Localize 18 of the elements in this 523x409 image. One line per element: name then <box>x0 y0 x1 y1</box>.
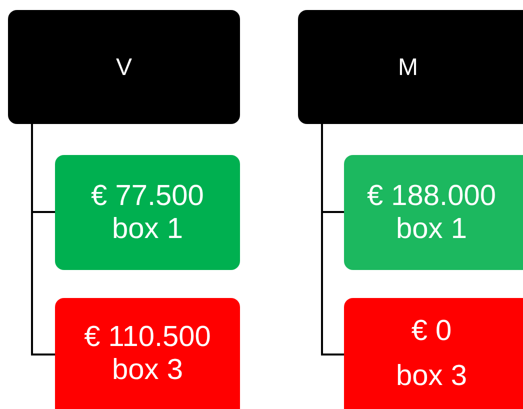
header-label: V <box>116 52 132 82</box>
value-box <box>55 155 240 270</box>
amount-label: € 110.500 <box>84 320 211 354</box>
amount-label: € 188.000 <box>366 180 496 212</box>
amount-label: € 77.500 <box>91 180 204 212</box>
header-box <box>298 10 523 124</box>
header-box <box>8 10 240 124</box>
header-label: M <box>398 52 418 82</box>
box-label: box 1 <box>112 212 183 246</box>
amount-label: € 0 <box>411 314 452 348</box>
value-box <box>55 298 240 409</box>
connector-line <box>31 124 55 356</box>
box-label: box 3 <box>396 360 467 392</box>
connector-line <box>321 124 344 356</box>
box-label: box 3 <box>112 354 183 386</box>
box-label: box 1 <box>396 212 467 246</box>
value-box <box>344 298 523 409</box>
value-box <box>344 155 523 270</box>
